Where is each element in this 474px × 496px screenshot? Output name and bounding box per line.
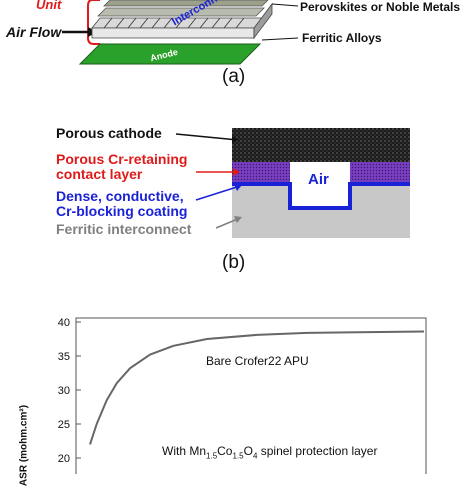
porous-cathode-arrow [175, 133, 239, 141]
coated-sub-3: 4 [252, 451, 258, 461]
coated-label-prefix: With Mn [162, 444, 207, 458]
coated-sub-2: 1.5 [232, 451, 244, 461]
panel-a-stack-diagram: Unit Air Flow Interconnect Anode Perovsk… [0, 0, 474, 100]
coating-arrow [195, 185, 241, 201]
porous-cathode-layer [232, 128, 410, 162]
series-line-bare [89, 330, 425, 445]
interconnect-material-label: Ferritic Alloys [302, 31, 382, 45]
y-tick-label: 30 [58, 385, 70, 397]
cathode-material-label: Perovskites or Noble Metals [300, 0, 461, 14]
y-axis-ticks: 40 35 30 25 20 [58, 317, 81, 465]
contact-layer-right [347, 162, 410, 184]
coating-label-line2: Cr-blocking coating [56, 203, 188, 219]
unit-label: Unit [36, 0, 62, 12]
coated-sub-1: 1.5 [206, 451, 218, 461]
contact-layer-label-line1: Porous Cr-retaining [56, 151, 188, 167]
plot-frame [75, 317, 427, 474]
air-flow-label: Air Flow [6, 24, 62, 40]
blocking-coating-line [232, 182, 410, 210]
interconnect-face [91, 27, 255, 39]
panel-b-letter: (b) [222, 252, 246, 273]
bare-crofer-label: Bare Crofer22 APU [206, 354, 309, 368]
air-label: Air [308, 171, 329, 188]
coated-label-suffix: spinel protection layer [257, 444, 378, 458]
series-lines [89, 330, 425, 445]
asr-chart: 40 35 30 25 20 [58, 317, 427, 474]
coating-label-line1: Dense, conductive, [56, 188, 184, 204]
ferritic-interconnect-label: Ferritic interconnect [56, 221, 192, 237]
unit-bracket [87, 0, 100, 45]
cathode-material-arrow [271, 3, 299, 7]
interconnect-material-arrow [261, 37, 299, 41]
interconnect-side [253, 2, 273, 40]
y-tick-label: 40 [58, 317, 70, 329]
porous-cathode-label: Porous cathode [56, 125, 162, 141]
contact-layer-left [232, 162, 293, 184]
y-tick-label: 25 [58, 419, 70, 431]
coated-label: With Mn1.5Co1.5O4 spinel protection laye… [162, 444, 377, 460]
ferritic-interconnect-body [232, 184, 410, 238]
contact-layer-label-line2: contact layer [56, 166, 143, 182]
stack-diagram [62, 0, 299, 65]
cross-section-diagram [175, 128, 410, 238]
air-channel [290, 162, 350, 208]
y-tick-label: 20 [58, 453, 70, 465]
coated-label-o: O [243, 444, 253, 458]
panel-a-letter: (a) [222, 66, 246, 87]
y-tick-label: 35 [58, 351, 70, 363]
stack-layer-1 [103, 0, 269, 7]
coated-label-co: Co [217, 444, 233, 458]
stack-layer-2 [97, 7, 265, 17]
panel-b-cross-section: Porous cathode Porous Cr-retaining conta… [0, 100, 474, 280]
anode-plate [78, 43, 262, 65]
y-axis-label: ASR (mohm.cm²) [18, 404, 30, 487]
